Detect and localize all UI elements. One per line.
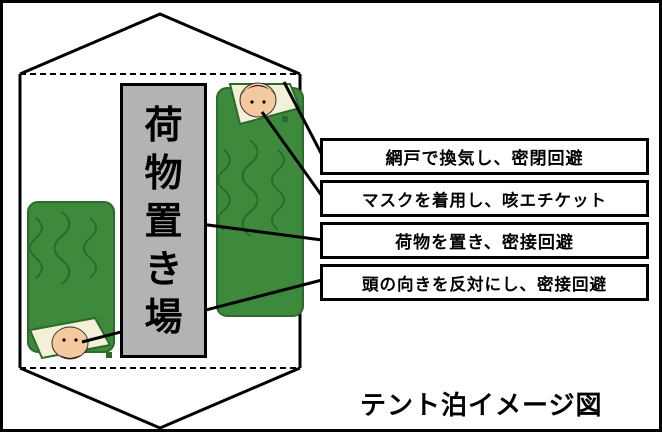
label-luggage-placement: 荷物を置き、密接回避 <box>320 222 649 259</box>
leader-line-mask <box>260 111 324 197</box>
luggage-storage-area: 荷 物 置 き 場 <box>120 83 207 358</box>
label-head-direction: 頭の向きを反対にし、密接回避 <box>320 264 649 301</box>
storage-char: 場 <box>144 294 183 339</box>
storage-char: 置 <box>144 198 183 243</box>
sleeping-bag-right <box>216 82 304 317</box>
leader-line-luggage <box>184 220 323 242</box>
tent-roof-bottom <box>19 366 301 430</box>
leader-line-ventilation <box>282 81 324 156</box>
tent-roof-top <box>19 12 301 76</box>
diagram-caption: テント泊イメージ図 <box>360 391 603 421</box>
sleeping-bag-left <box>27 201 115 360</box>
label-ventilation: 網戸で換気し、密閉回避 <box>320 138 649 175</box>
storage-char: き <box>144 246 183 291</box>
storage-char: 物 <box>144 150 183 195</box>
label-mask-etiquette: マスクを着用し、咳エチケット <box>320 180 649 217</box>
storage-char: 荷 <box>144 102 183 147</box>
